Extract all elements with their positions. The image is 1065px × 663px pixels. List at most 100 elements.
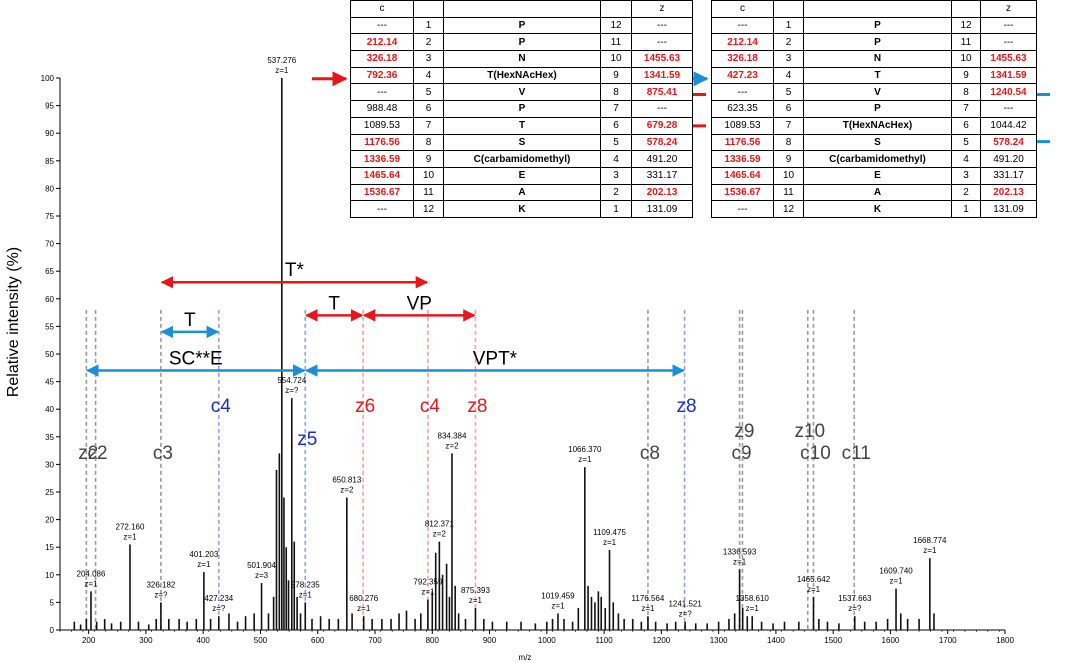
cell-residue: P (443, 100, 601, 118)
cell-residue: T(HexNAcHex) (803, 116, 952, 135)
cell-c-number: 10 (413, 166, 444, 185)
peak-charge-label: z=1 (578, 455, 592, 464)
peak-charge-label: z=3 (255, 571, 269, 580)
cell-residue: C(carbamidomethyl) (803, 150, 952, 168)
cell-z-number: 9 (951, 66, 981, 85)
cell-c-number: 1 (413, 16, 444, 35)
peak-charge-label: z=1 (603, 538, 617, 547)
x-tick-label: 1500 (824, 636, 842, 645)
peak-charge-label: z=1 (807, 585, 821, 594)
peak-mz-label: 650.813 (332, 476, 361, 485)
table-header-row: c z (350, 0, 693, 18)
cell-z-ion: 679.28 (631, 116, 693, 135)
cell-z-ion: 202.13 (980, 183, 1037, 202)
peak-mz-label: 272.160 (116, 522, 145, 531)
cell-z-number: 1 (951, 200, 981, 218)
x-tick-label: 1600 (882, 636, 900, 645)
cell-z-number: 10 (600, 50, 632, 68)
fragment-marker-label: c2 (88, 443, 108, 464)
cell-residue: P (803, 100, 952, 118)
cell-c-number: 10 (773, 166, 804, 185)
fragment-marker-label: z8 (677, 396, 697, 417)
peak-charge-label: z=1 (275, 66, 289, 75)
peak-mz-label: 1176.564 (632, 594, 665, 603)
cell-c-number: 5 (413, 83, 444, 102)
header-n2 (951, 0, 981, 18)
peak-charge-label: z=1 (421, 588, 435, 597)
header-z: z (631, 0, 693, 18)
cell-c-number: 9 (773, 150, 804, 168)
y-tick-label: 85 (45, 157, 54, 166)
fragment-marker-label: c11 (842, 443, 871, 464)
cell-c-ion: 1536.67 (350, 183, 414, 202)
peak-mz-label: 1609.740 (879, 567, 913, 576)
y-tick-label: 40 (45, 405, 54, 414)
cell-c-number: 8 (413, 133, 444, 152)
peak-mz-label: 834.384 (438, 431, 467, 440)
y-tick-label: 60 (45, 295, 54, 304)
y-tick-label: 10 (45, 571, 54, 580)
cell-residue: T (803, 66, 952, 85)
cell-z-ion: 331.17 (631, 166, 693, 185)
cell-c-number: 11 (413, 183, 444, 202)
peak-charge-label: z=1 (299, 590, 313, 599)
x-tick-label: 400 (197, 636, 211, 645)
peak-charge-label: z=1 (469, 596, 483, 605)
y-tick-label: 55 (45, 322, 54, 331)
cell-z-ion: 578.24 (980, 133, 1037, 152)
cell-z-ion: 1341.59 (631, 66, 693, 85)
cell-residue: V (443, 83, 601, 102)
peak-charge-label: z=1 (746, 604, 760, 613)
fragment-marker-label: c10 (800, 443, 831, 464)
cell-z-number: 2 (951, 183, 981, 202)
peak-charge-label: z=1 (923, 546, 937, 555)
cell-z-number: 11 (951, 33, 981, 52)
y-tick-label: 95 (45, 102, 54, 111)
y-axis-label: Relative intensity (%) (5, 247, 22, 397)
fragment-marker-label: z2 (78, 443, 98, 464)
cell-residue: P (443, 16, 601, 35)
cell-c-number: 1 (773, 16, 804, 35)
cell-c-ion: --- (711, 200, 774, 218)
peak-charge-label: z=? (285, 386, 299, 395)
peak-charge-label: z=1 (889, 577, 903, 586)
cell-c-ion: 1336.59 (711, 150, 774, 168)
peak-charge-label: z=1 (357, 604, 371, 613)
cell-z-ion: 491.20 (631, 150, 693, 168)
cell-z-ion: --- (631, 33, 693, 52)
cell-z-number: 3 (951, 166, 981, 185)
cell-z-number: 4 (600, 150, 632, 168)
cell-c-ion: 1465.64 (350, 166, 414, 185)
fragment-marker-label: c3 (153, 443, 173, 464)
cell-residue: K (803, 200, 952, 218)
y-tick-label: 25 (45, 488, 54, 497)
fragment-marker-label: z6 (355, 396, 375, 417)
cell-residue: P (443, 33, 601, 52)
peak-mz-label: 578.235 (291, 580, 320, 589)
bracket-label: T* (285, 260, 305, 281)
peak-mz-label: 501.904 (247, 561, 276, 570)
cell-z-ion: 1455.63 (980, 50, 1037, 68)
x-tick-label: 200 (82, 636, 96, 645)
x-tick-label: 300 (139, 636, 153, 645)
cell-residue: A (803, 183, 952, 202)
cell-z-ion: 1240.54 (980, 83, 1037, 102)
cell-residue: S (803, 133, 952, 152)
peak-charge-label: z=1 (123, 532, 137, 541)
peaks-group: 204.086z=1272.160z=1326.182z=?401.203z=1… (73, 56, 947, 630)
cell-z-ion: --- (980, 100, 1037, 118)
cell-residue: T (443, 116, 601, 135)
cell-z-ion: --- (980, 16, 1037, 35)
peak-mz-label: 1066.370 (568, 445, 602, 454)
